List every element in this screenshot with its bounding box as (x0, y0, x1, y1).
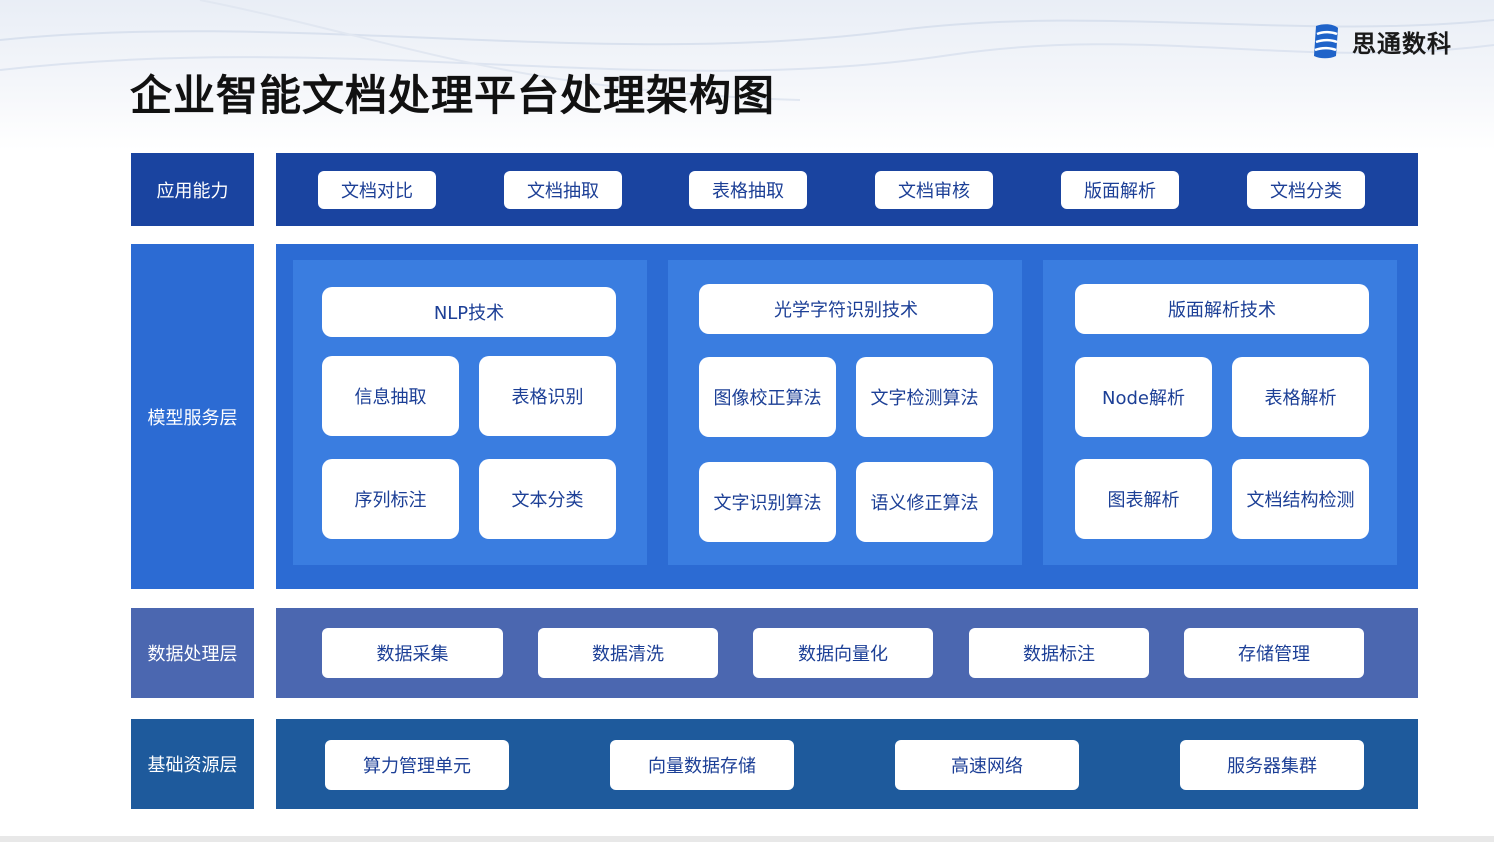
data-item-clean: 数据清洗 (538, 628, 718, 678)
ocr-item-semantic-correction: 语义修正算法 (856, 462, 993, 542)
nlp-item-info-extract: 信息抽取 (322, 356, 459, 436)
header-background (0, 0, 1494, 150)
infra-item-network: 高速网络 (895, 740, 1079, 790)
model-layer-body: NLP技术 信息抽取 表格识别 序列标注 文本分类 光学字符识别技术 图像校正算… (276, 244, 1418, 589)
application-layer-label: 应用能力 (131, 153, 254, 226)
ocr-item-text-detection: 文字检测算法 (856, 357, 993, 437)
layout-item-chart-parse: 图表解析 (1075, 459, 1212, 539)
nlp-item-text-classify: 文本分类 (479, 459, 616, 539)
nlp-item-sequence-labeling: 序列标注 (322, 459, 459, 539)
layout-group: 版面解析技术 Node解析 表格解析 图表解析 文档结构检测 (1043, 260, 1397, 565)
sail-logo-icon (1314, 24, 1338, 59)
infra-layer-body: 算力管理单元 向量数据存储 高速网络 服务器集群 (276, 719, 1418, 809)
app-item-review: 文档审核 (875, 171, 993, 209)
ocr-group-header: 光学字符识别技术 (699, 284, 993, 334)
application-layer-body: 文档对比 文档抽取 表格抽取 文档审核 版面解析 文档分类 (276, 153, 1418, 226)
bottom-divider (0, 836, 1494, 842)
wave-decoration (0, 0, 1494, 101)
layout-item-table-parse: 表格解析 (1232, 357, 1369, 437)
ocr-group: 光学字符识别技术 图像校正算法 文字检测算法 文字识别算法 语义修正算法 (668, 260, 1022, 565)
infra-item-vector-store: 向量数据存储 (610, 740, 794, 790)
infra-item-server-cluster: 服务器集群 (1180, 740, 1364, 790)
ocr-item-image-correction: 图像校正算法 (699, 357, 836, 437)
app-item-layout: 版面解析 (1061, 171, 1179, 209)
ocr-item-text-recognition: 文字识别算法 (699, 462, 836, 542)
brand-logo: 思通数科 (1310, 22, 1452, 60)
model-layer-label: 模型服务层 (131, 244, 254, 589)
brand-name: 思通数科 (1352, 29, 1452, 58)
app-item-compare: 文档对比 (318, 171, 436, 209)
page-title: 企业智能文档处理平台处理架构图 (130, 71, 776, 120)
nlp-group: NLP技术 信息抽取 表格识别 序列标注 文本分类 (293, 260, 647, 565)
data-item-collect: 数据采集 (322, 628, 503, 678)
layout-group-header: 版面解析技术 (1075, 284, 1369, 334)
layout-item-structure-detect: 文档结构检测 (1232, 459, 1369, 539)
nlp-group-header: NLP技术 (322, 287, 616, 337)
infra-layer-label: 基础资源层 (131, 719, 254, 809)
infra-item-compute: 算力管理单元 (325, 740, 509, 790)
data-item-vectorize: 数据向量化 (753, 628, 933, 678)
layout-item-node-parse: Node解析 (1075, 357, 1212, 437)
app-item-classify: 文档分类 (1247, 171, 1365, 209)
data-item-storage: 存储管理 (1184, 628, 1364, 678)
app-item-extract: 文档抽取 (504, 171, 622, 209)
data-layer-body: 数据采集 数据清洗 数据向量化 数据标注 存储管理 (276, 608, 1418, 698)
data-item-label: 数据标注 (969, 628, 1149, 678)
data-layer-label: 数据处理层 (131, 608, 254, 698)
nlp-item-table-recognition: 表格识别 (479, 356, 616, 436)
app-item-table-extract: 表格抽取 (689, 171, 807, 209)
